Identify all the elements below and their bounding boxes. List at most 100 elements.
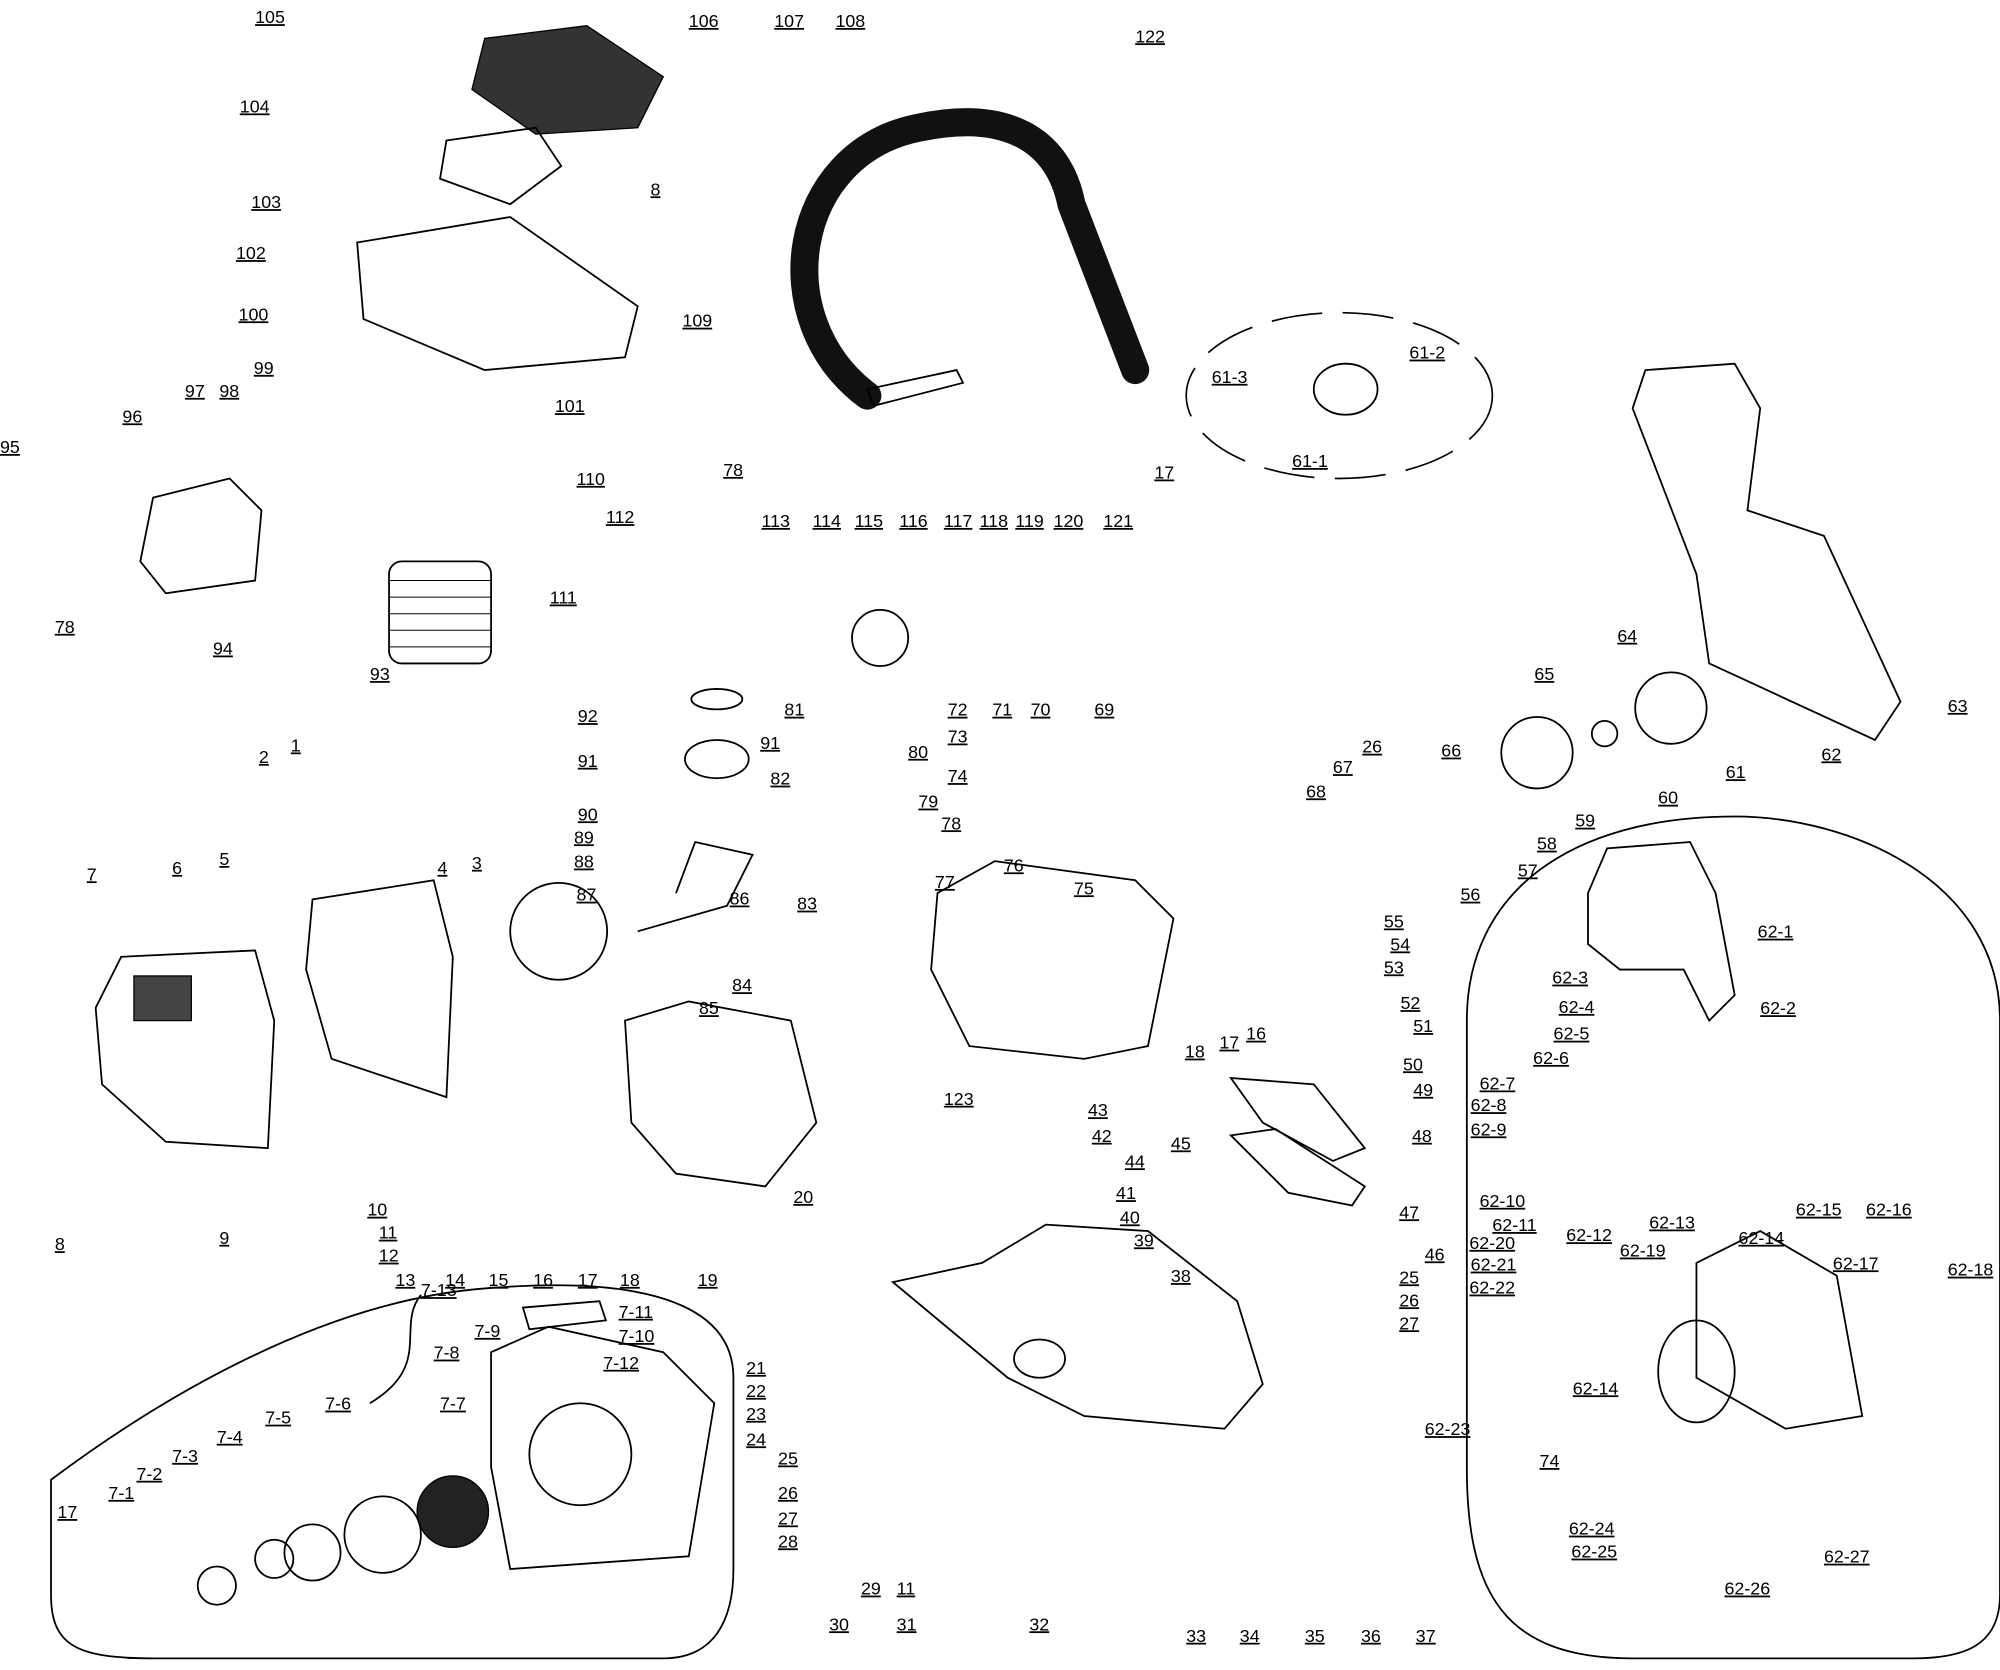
callout-label: 27 — [778, 1508, 798, 1528]
crankcase-left — [930, 860, 1175, 1060]
callout-label: 1 — [291, 735, 301, 755]
callout-label: 12 — [379, 1246, 399, 1266]
callout-label: 17 — [57, 1502, 77, 1522]
callout-label: 103 — [251, 192, 281, 212]
callout-label: 105 — [255, 7, 285, 27]
callout-label: 78 — [941, 813, 961, 833]
callout-label: 62-25 — [1571, 1542, 1617, 1562]
callout-label: 37 — [1416, 1626, 1436, 1646]
callout-label: 74 — [1540, 1451, 1560, 1471]
callout-label: 64 — [1617, 626, 1637, 646]
callout-label: 5 — [219, 849, 229, 869]
callout-label: 101 — [555, 396, 585, 416]
callout-label: 7-10 — [619, 1326, 655, 1346]
callout-label: 88 — [574, 852, 594, 872]
callout-label: 7-13 — [421, 1280, 457, 1300]
callout-label: 87 — [577, 885, 597, 905]
callout-label: 61-1 — [1292, 451, 1328, 471]
throttle-trigger — [1229, 1076, 1367, 1162]
callout-label: 71 — [992, 700, 1012, 720]
callout-label: 24 — [746, 1429, 766, 1449]
callout-label: 28 — [778, 1531, 798, 1551]
callout-label: 58 — [1537, 834, 1557, 854]
callout-label: 113 — [761, 511, 790, 531]
callout-label: 47 — [1399, 1202, 1419, 1222]
cylinder — [388, 560, 492, 665]
piston — [684, 739, 750, 780]
callout-label: 78 — [55, 617, 75, 637]
callout-label: 69 — [1094, 700, 1114, 720]
callout-label: 39 — [1134, 1230, 1154, 1250]
crankshaft — [637, 840, 754, 933]
callout-label: 17 — [1154, 462, 1174, 482]
callout-label: 74 — [948, 766, 968, 786]
callout-label: 62-17 — [1833, 1253, 1879, 1273]
callout-label: 4 — [438, 858, 448, 878]
callout-label: 15 — [489, 1270, 509, 1290]
callout-label: 49 — [1413, 1080, 1433, 1100]
callout-label: 29 — [861, 1579, 881, 1599]
callout-label: 26 — [1362, 737, 1382, 757]
callout-label: 122 — [1135, 26, 1165, 46]
callout-label: 51 — [1413, 1016, 1433, 1036]
callout-label: 62-5 — [1554, 1024, 1590, 1044]
callout-label: 90 — [578, 804, 598, 824]
callout-label: 110 — [577, 469, 606, 489]
callout-label: 34 — [1240, 1626, 1260, 1646]
callout-label: 7-3 — [172, 1446, 198, 1466]
callout-label: 25 — [1399, 1267, 1419, 1287]
callout-label: 16 — [1246, 1024, 1266, 1044]
brake-handle — [1587, 841, 1736, 1023]
callout-label: 33 — [1186, 1626, 1206, 1646]
pawl-spring — [254, 1538, 295, 1579]
starter-handle — [521, 1300, 608, 1331]
callout-label: 67 — [1333, 757, 1353, 777]
fuel-tank-housing — [890, 1223, 1264, 1430]
callout-label: 43 — [1088, 1100, 1108, 1120]
callout-label: 55 — [1384, 911, 1404, 931]
callout-label: 7-4 — [217, 1427, 243, 1447]
part-drawings — [50, 25, 2000, 1660]
callout-label: 3 — [472, 853, 482, 873]
callout-label: 78 — [723, 460, 743, 480]
callout-label: 61-3 — [1212, 367, 1248, 387]
callout-label: 62-19 — [1620, 1241, 1666, 1261]
callout-label: 83 — [797, 894, 817, 914]
callout-label: 31 — [897, 1614, 917, 1634]
callout-label: 18 — [1185, 1042, 1205, 1062]
starter-rope — [369, 1294, 422, 1405]
callout-label: 62-11 — [1492, 1215, 1536, 1235]
pawl — [196, 1565, 237, 1606]
chain-brake-group-outline — [1465, 815, 2000, 1660]
callout-label: 7-1 — [108, 1483, 134, 1503]
callout-label: 21 — [746, 1358, 766, 1378]
callout-label: 108 — [835, 11, 865, 31]
callout-label: 27 — [1399, 1313, 1419, 1333]
callout-label: 62-7 — [1480, 1073, 1516, 1093]
callout-label: 62-15 — [1796, 1200, 1842, 1220]
callout-label: 70 — [1031, 700, 1051, 720]
callout-label: 8 — [651, 179, 661, 199]
callout-label: 7-2 — [136, 1464, 162, 1484]
starter-housing — [490, 1325, 716, 1571]
callout-label: 65 — [1534, 664, 1554, 684]
callout-label: 7-9 — [474, 1321, 500, 1341]
clutch-spring — [1312, 362, 1379, 416]
callout-label: 62-4 — [1559, 997, 1595, 1017]
callout-label: 116 — [899, 511, 928, 531]
callout-label: 114 — [813, 511, 842, 531]
callout-label: 59 — [1575, 811, 1595, 831]
callout-label: 85 — [699, 998, 719, 1018]
callout-label: 104 — [240, 96, 270, 116]
callout-label: 48 — [1412, 1126, 1432, 1146]
top-cover — [471, 25, 665, 135]
callout-label: 102 — [236, 243, 266, 263]
callout-label: 80 — [908, 742, 928, 762]
callout-label: 62-22 — [1469, 1278, 1515, 1298]
callout-label: 44 — [1125, 1151, 1145, 1171]
callout-label: 98 — [219, 381, 239, 401]
callout-label: 61 — [1726, 762, 1746, 782]
callout-label: 82 — [770, 769, 790, 789]
crankcase-right — [624, 1000, 818, 1188]
